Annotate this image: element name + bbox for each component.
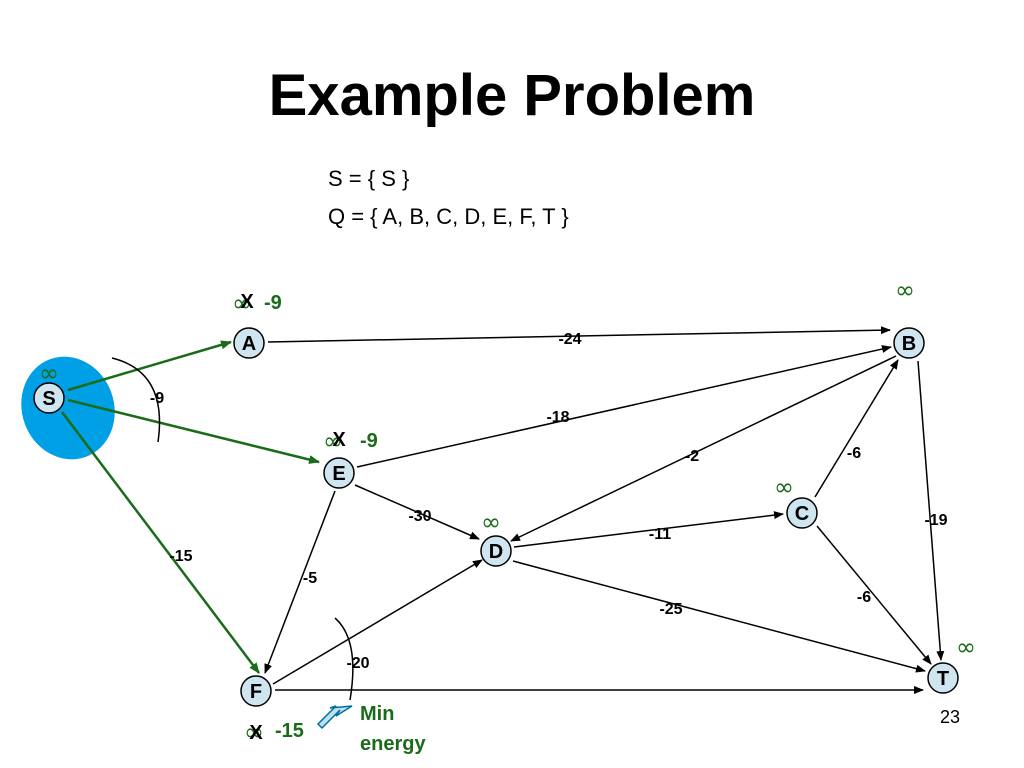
node-f: F — [240, 675, 272, 707]
edge-b-t — [917, 360, 945, 661]
x-mark-f: X — [249, 722, 263, 744]
slide-title: Example Problem — [268, 63, 756, 128]
min-energy-arrow — [316, 705, 353, 730]
infinity-a: ∞ — [232, 289, 252, 317]
edge-label-e-b: -18 — [546, 409, 569, 426]
edge-c-b — [814, 359, 899, 498]
node-d: D — [480, 535, 512, 567]
edge-f-d — [272, 559, 483, 685]
edge-s-f — [61, 411, 260, 674]
edge-s-e — [67, 398, 320, 464]
edge-label-b-t: -19 — [924, 512, 947, 529]
edge-label-e-d: -30 — [408, 508, 431, 525]
set-s: S = { S } — [328, 166, 410, 191]
edge-label-b-d: -2 — [685, 448, 699, 465]
edge-e-b — [356, 345, 892, 468]
svg-text:A: A — [242, 333, 256, 355]
edge-label-s-a-e: -9 — [150, 390, 164, 407]
infinity-e: ∞ — [323, 427, 343, 455]
edge-label-f-d: -20 — [346, 655, 369, 672]
distance-e: -9 — [360, 430, 378, 452]
edge-label-a-b: -24 — [558, 331, 581, 348]
svg-text:S: S — [42, 388, 55, 410]
infinity-f: ∞ — [244, 718, 264, 746]
node-s: S — [33, 382, 65, 414]
edge-s-a — [67, 340, 232, 392]
svg-text:T: T — [937, 668, 949, 690]
svg-text:C: C — [795, 503, 809, 525]
source-highlight — [21, 356, 115, 460]
edge-label-c-b: -6 — [847, 445, 861, 462]
edge-d-c — [513, 511, 784, 548]
svg-text:E: E — [332, 463, 345, 485]
node-b: B — [893, 327, 925, 359]
infinity-c: ∞ — [774, 473, 794, 501]
infinity-d: ∞ — [481, 508, 501, 536]
edge-label-d-c: -11 — [649, 526, 671, 543]
x-mark-a: X — [240, 291, 254, 313]
x-mark-e: X — [332, 429, 346, 451]
edge-d-t — [512, 560, 926, 673]
edge-a-b — [267, 326, 891, 343]
edge-label-d-t: -25 — [659, 601, 682, 618]
slide-number: 23 — [940, 707, 961, 727]
edge-label-e-f: -5 — [303, 570, 317, 587]
infinity-t: ∞ — [956, 633, 976, 661]
distance-a: -9 — [264, 292, 282, 314]
distance-f: -15 — [275, 720, 304, 742]
node-e: E — [323, 457, 355, 489]
angle-arc-source — [111, 357, 161, 443]
set-q: Q = { A, B, C, D, E, F, T } — [328, 204, 569, 229]
svg-text:F: F — [250, 681, 262, 703]
angle-arc-f — [334, 617, 354, 701]
edge-c-t — [816, 525, 932, 665]
node-a: A — [233, 327, 265, 359]
svg-text:B: B — [902, 333, 916, 355]
edge-label-s-f: -15 — [169, 548, 192, 565]
edge-e-f — [264, 490, 336, 674]
infinity-s: ∞ — [39, 359, 59, 387]
node-t: T — [927, 662, 959, 694]
svg-text:D: D — [489, 541, 503, 563]
edge-label-c-t: -6 — [857, 589, 871, 606]
edge-e-d — [354, 484, 480, 540]
node-c: C — [786, 497, 818, 529]
min-energy-line1: Min — [360, 703, 394, 725]
min-energy-line2: energy — [360, 733, 426, 755]
infinity-b: ∞ — [895, 276, 915, 304]
set-definitions: S = { S } Q = { A, B, C, D, E, F, T } — [328, 160, 569, 236]
edge-b-d — [510, 355, 897, 542]
